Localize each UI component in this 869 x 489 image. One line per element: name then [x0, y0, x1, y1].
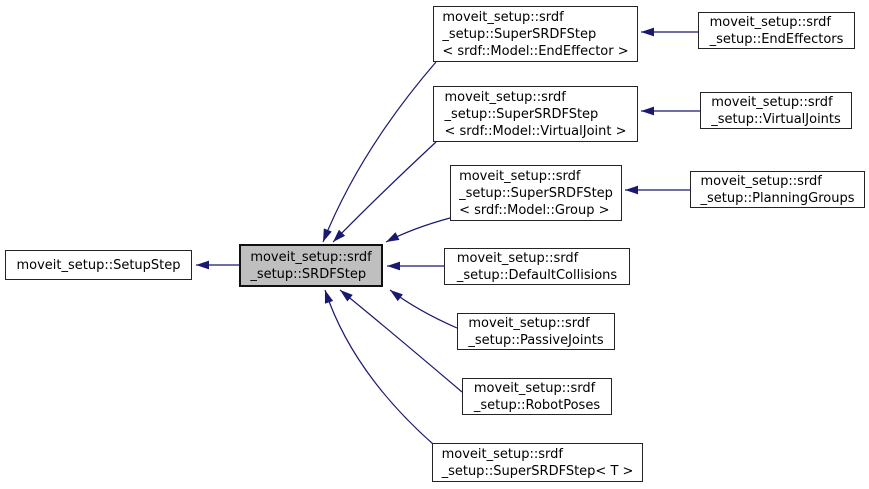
- edge-passivejoints-to-srdfstep: [389, 289, 458, 329]
- edge-supersrdfstep-virtualjoint-to-srdfstep: [332, 141, 437, 243]
- node-label-line: _setup::EndEffectors: [709, 31, 844, 47]
- edge-supersrdfstep-t-to-srdfstep: [324, 289, 434, 445]
- node-label-line: moveit_setup::srdf: [700, 173, 822, 189]
- node-label-line: moveit_setup::srdf: [442, 9, 564, 25]
- node-label-line: _setup::DefaultCollisions: [456, 267, 618, 283]
- node-label-line: _setup::SuperSRDFStep: [442, 26, 597, 42]
- node-label-line: moveit_setup::srdf: [441, 446, 563, 462]
- node-label-line: _setup::PassiveJoints: [468, 332, 604, 348]
- node-super-srdf-step-t[interactable]: moveit_setup::srdf _setup::SuperSRDFStep…: [432, 443, 643, 482]
- node-label-line: _setup::SRDFStep: [250, 266, 367, 282]
- node-super-srdf-step-virtual-joint[interactable]: moveit_setup::srdf _setup::SuperSRDFStep…: [433, 86, 638, 142]
- node-virtual-joints[interactable]: moveit_setup::srdf _setup::VirtualJoints: [700, 92, 852, 129]
- node-super-srdf-step-group[interactable]: moveit_setup::srdf _setup::SuperSRDFStep…: [450, 165, 622, 221]
- node-label-line: moveit_setup::srdf: [444, 89, 566, 105]
- node-label-line: < srdf::Model::EndEffector >: [442, 43, 629, 59]
- node-super-srdf-step-end-effector[interactable]: moveit_setup::srdf _setup::SuperSRDFStep…: [433, 6, 638, 62]
- node-label-line: moveit_setup::srdf: [459, 168, 581, 184]
- node-label-line: _setup::SuperSRDFStep: [444, 106, 599, 122]
- node-passive-joints[interactable]: moveit_setup::srdf _setup::PassiveJoints: [457, 313, 615, 350]
- node-default-collisions[interactable]: moveit_setup::srdf _setup::DefaultCollis…: [444, 248, 630, 285]
- node-label-line: _setup::VirtualJoints: [711, 111, 841, 127]
- node-label-line: moveit_setup::srdf: [709, 14, 831, 30]
- node-end-effectors[interactable]: moveit_setup::srdf _setup::EndEffectors: [698, 12, 855, 49]
- node-label-line: _setup::RobotPoses: [473, 397, 601, 413]
- node-label-line: moveit_setup::SetupStep: [16, 257, 181, 273]
- node-label-line: < srdf::Model::Group >: [459, 202, 610, 218]
- node-label-line: _setup::SuperSRDFStep: [459, 185, 613, 201]
- node-setup-step[interactable]: moveit_setup::SetupStep: [5, 250, 192, 280]
- edge-robotposes-to-srdfstep: [339, 289, 463, 393]
- node-planning-groups[interactable]: moveit_setup::srdf _setup::PlanningGroup…: [690, 171, 865, 208]
- node-label-line: moveit_setup::srdf: [250, 249, 372, 265]
- edge-supersrdfstep-group-to-srdfstep: [385, 217, 451, 243]
- node-label-line: moveit_setup::srdf: [711, 94, 833, 110]
- node-label-line: moveit_setup::srdf: [456, 250, 579, 266]
- node-label-line: _setup::SuperSRDFStep< T >: [441, 463, 634, 479]
- node-label-line: moveit_setup::srdf: [468, 315, 590, 331]
- node-robot-poses[interactable]: moveit_setup::srdf _setup::RobotPoses: [462, 378, 612, 415]
- edge-supersrdfstep-endeffector-to-srdfstep: [322, 61, 437, 243]
- node-label-line: _setup::PlanningGroups: [700, 190, 855, 206]
- node-label-line: moveit_setup::srdf: [473, 380, 596, 396]
- node-label-line: < srdf::Model::VirtualJoint >: [444, 123, 627, 139]
- node-srdf-step-current: moveit_setup::srdf _setup::SRDFStep: [239, 244, 383, 287]
